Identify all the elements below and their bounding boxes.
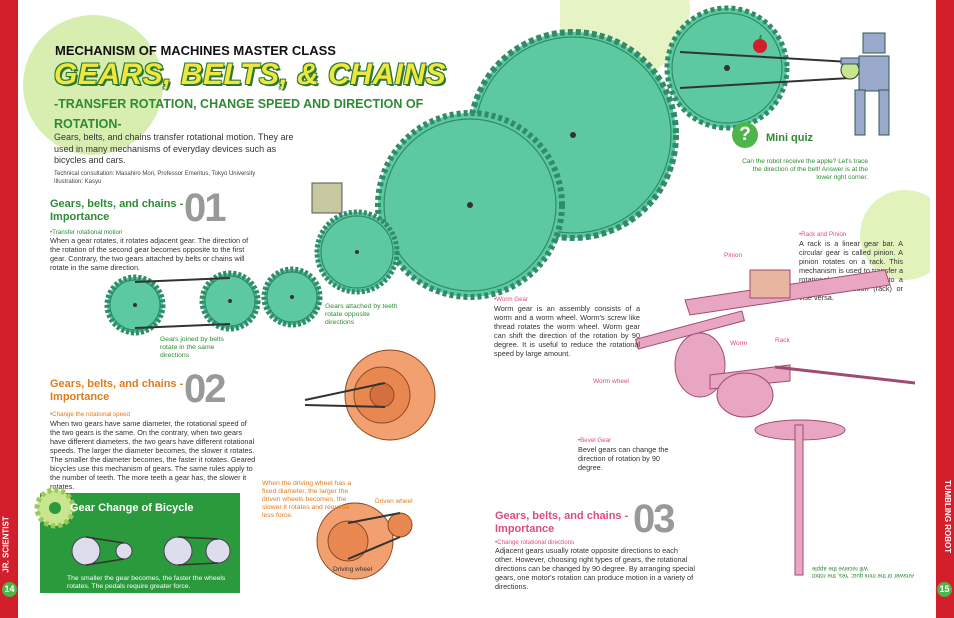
worm-body: Worm gear is an assembly consists of a w… (494, 304, 640, 358)
section1-subheading: •Transfer rotational motion (50, 229, 123, 236)
section2-number: 02 (184, 367, 226, 411)
page-number-right: 15 (937, 582, 952, 597)
section2-body: When two gears have same diameter, the r… (50, 419, 256, 491)
question-icon: ? (732, 122, 758, 148)
page-title: GEARS, BELTS, & CHAINS (54, 58, 447, 91)
section1-heading: Gears, belts, and chains - Importance (50, 198, 184, 223)
label-worm: Worm (730, 340, 748, 347)
label-worm-wheel: Worm wheel (593, 378, 630, 385)
bicycle-box: Gear Change of Bicycle The smaller the g… (34, 487, 240, 593)
header-gear-decoration (23, 15, 163, 155)
left-sidebar: JR. SCIENTIST (0, 0, 18, 618)
section1-body: When a gear rotates, it rotates adjacent… (50, 236, 249, 272)
apple-icon (753, 34, 767, 53)
intro-text: Gears, belts, and chains transfer rotati… (54, 132, 294, 165)
bicycle-gears-illustration (71, 536, 231, 566)
quiz-title: Mini quiz (766, 132, 814, 144)
label-rack: Rack (775, 337, 790, 344)
credit-text: Technical consultation: Masahiro Mori, P… (54, 171, 256, 185)
right-sidebar: TUMBLING ROBOT (936, 0, 954, 618)
gear-icon (34, 487, 76, 529)
article-name: TUMBLING ROBOT (942, 479, 952, 554)
rack-heading: •Rack and Pinion (799, 231, 847, 238)
page-number-left: 14 (2, 582, 17, 597)
quiz-question: Can the robot receive the apple? Let's t… (742, 158, 868, 181)
section3-body: Adjacent gears usually rotate opposite d… (495, 546, 695, 591)
gear-train-illustration (104, 5, 860, 336)
label-driven-wheel: Driven wheel (375, 498, 413, 505)
section3-heading: Gears, belts, and chains - Importance (495, 510, 629, 535)
pulley-illustration (304, 349, 436, 580)
series-title: MECHANISM OF MACHINES MASTER CLASS (55, 43, 336, 58)
worm-bevel-illustration (634, 269, 915, 576)
page-subtitle: -TRANSFER ROTATION, CHANGE SPEED AND DIR… (54, 97, 424, 131)
bicycle-title: Gear Change of Bicycle (70, 502, 194, 514)
caption-belt-gears: Gears joined by belts rotate in the same… (160, 336, 224, 359)
section2-subheading: •Change the rotational speed (50, 411, 130, 418)
section2-heading: Gears, belts, and chains - Importance (50, 378, 184, 403)
bevel-body: Bevel gears can change the direction of … (578, 445, 669, 472)
robot-illustration (840, 32, 890, 136)
magazine-name: JR. SCIENTIST (1, 516, 11, 573)
section1-number: 01 (184, 186, 226, 230)
caption-driving-wheel: When the driving wheel has a fixed diame… (262, 480, 352, 519)
bicycle-text: The smaller the gear becomes, the faster… (67, 575, 226, 590)
worm-heading: •Worm Gear (494, 296, 529, 303)
section3-number: 03 (633, 497, 675, 541)
label-pinion: Pinion (724, 252, 743, 259)
section3-subheading: •Change rotational directions (495, 539, 575, 546)
caption-teeth-gears: Gears attached by teeth rotate opposite … (325, 303, 398, 326)
right-blob-decoration (860, 190, 930, 280)
bevel-heading: •Bevel Gear (578, 437, 612, 444)
label-driving-wheel: Driving wheel (333, 566, 373, 573)
